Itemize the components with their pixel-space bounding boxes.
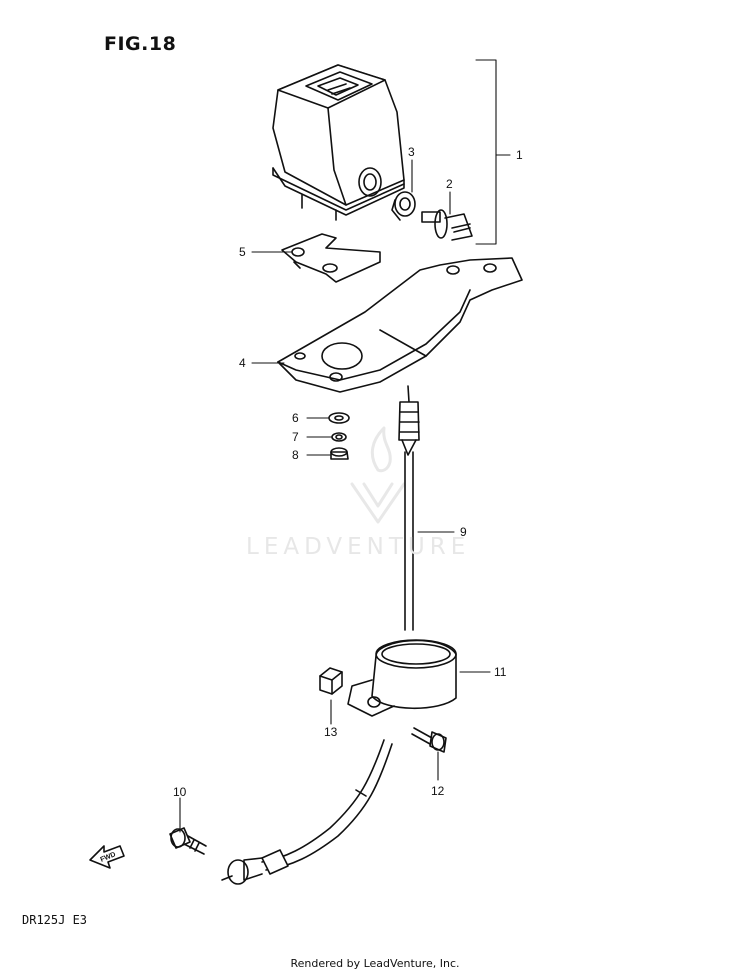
- nut: [319, 667, 343, 695]
- callout-5: 5: [239, 245, 246, 259]
- callout-7: 7: [292, 430, 299, 444]
- nut: [330, 447, 349, 460]
- callout-11: 11: [494, 665, 507, 679]
- washer: [328, 412, 350, 424]
- watermark-logo: [350, 426, 406, 524]
- leader-lines: [179, 59, 511, 833]
- callout-8: 8: [292, 448, 299, 462]
- speedometer-cable: [221, 385, 420, 885]
- callout-3: 3: [408, 145, 415, 159]
- callout-10: 10: [173, 785, 187, 799]
- callout-1: 1: [516, 148, 523, 162]
- callout-12: 12: [431, 784, 445, 798]
- bolt: [169, 827, 207, 855]
- figure-title: FIG.18: [104, 33, 177, 55]
- footer-credit: Rendered by LeadVenture, Inc.: [290, 957, 460, 970]
- speedometer-housing: [272, 64, 405, 221]
- lock-washer: [331, 432, 347, 442]
- meter-stay-plate: [281, 233, 381, 283]
- callout-numbers: 1 2 3 4 5 6 7 8 9 10 11 12 13 FWD: [99, 145, 523, 864]
- callout-9: 9: [460, 525, 467, 539]
- callout-4: 4: [239, 356, 246, 370]
- meter-bracket: [277, 257, 523, 393]
- model-code: DR125J E3: [22, 913, 88, 927]
- callout-6: 6: [292, 411, 299, 425]
- callout-2: 2: [446, 177, 453, 191]
- forward-direction-arrow: [89, 845, 125, 869]
- drive-gear-fitting: [421, 209, 473, 241]
- grommet: [391, 191, 416, 221]
- cable-clamp: [347, 639, 457, 717]
- bolt: [411, 727, 447, 753]
- watermark-text: LEADVENTURE: [246, 534, 471, 560]
- callout-13: 13: [324, 725, 338, 739]
